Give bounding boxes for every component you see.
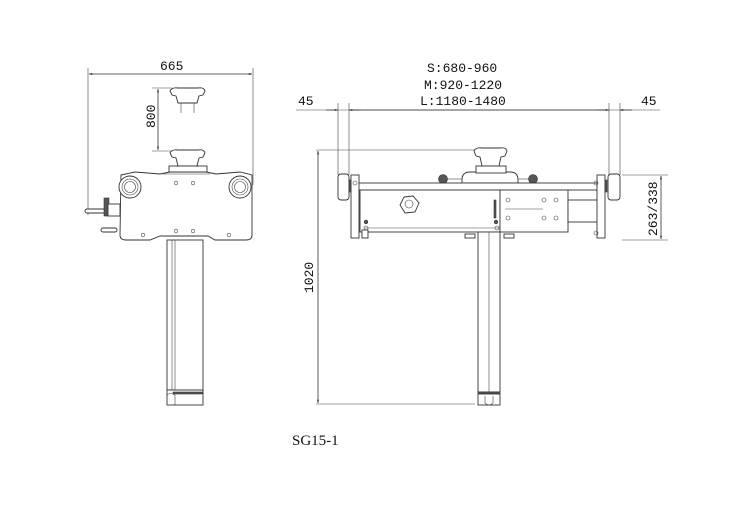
height-dimension-1020 [316, 149, 490, 405]
lowered-pad-icon [168, 149, 208, 173]
front-column [477, 231, 501, 406]
span-dimension-small: S:680-960 [427, 61, 498, 76]
span-dimension-medium: M:920-1220 [424, 78, 503, 93]
span-dimension-large: L:1180-1480 [420, 94, 506, 109]
side-column [166, 239, 204, 406]
left-end-plate [337, 173, 369, 239]
pad-height-label: 263/338 [646, 181, 661, 236]
front-pad-icon [438, 147, 538, 184]
model-label: SG15-1 [292, 433, 339, 449]
left-roller-icon [118, 175, 142, 199]
front-view [296, 103, 668, 406]
arm-beam [357, 182, 599, 239]
lift-dimension-800 [152, 87, 172, 152]
width-dimension-label: 665 [160, 59, 184, 74]
raised-pad-icon [169, 87, 206, 113]
lock-handle-icon [84, 197, 121, 233]
lift-dimension-label: 800 [144, 104, 159, 128]
width-dimension-665 [87, 68, 254, 215]
side-view [84, 68, 254, 406]
carriage-body [119, 171, 253, 241]
right-offset-label: 45 [641, 94, 657, 109]
pad-height-dimension [622, 174, 668, 241]
right-roller-icon [228, 175, 252, 199]
right-end-plate [593, 173, 621, 239]
height-dimension-label: 1020 [302, 261, 317, 293]
left-offset-label: 45 [298, 94, 314, 109]
